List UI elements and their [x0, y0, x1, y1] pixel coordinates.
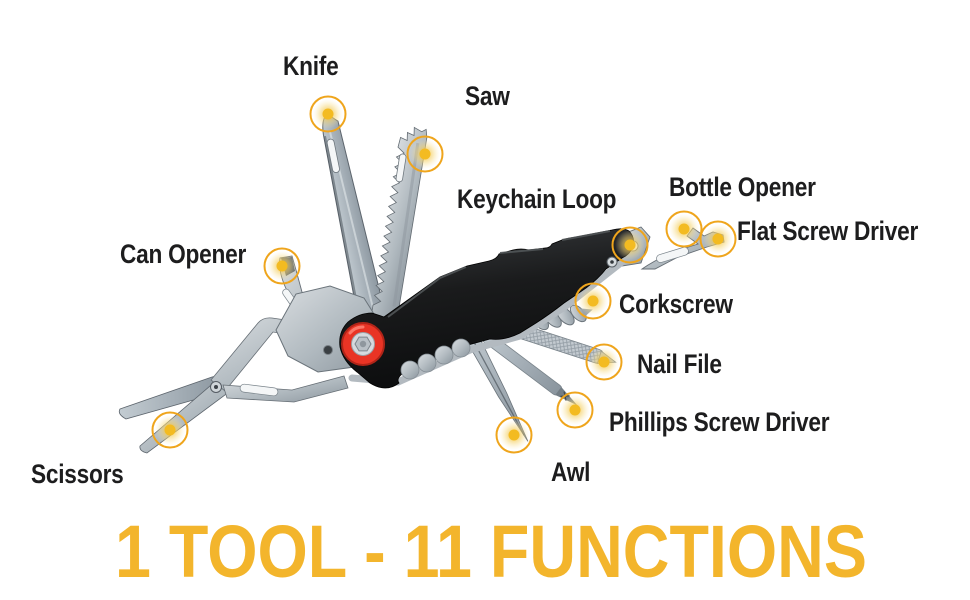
pivot-ring: [341, 322, 385, 366]
title: 1 TOOL - 11 FUNCTIONS: [115, 510, 867, 593]
label-knife: Knife: [283, 51, 339, 81]
highlight-flat-screw-driver: [699, 220, 737, 258]
label-can-opener: Can Opener: [120, 239, 247, 269]
label-keychain-loop: Keychain Loop: [457, 184, 617, 214]
highlight-bottle-opener: [665, 210, 703, 248]
highlight-awl: [495, 416, 533, 454]
highlight-saw: [406, 135, 444, 173]
label-saw: Saw: [465, 81, 510, 111]
label-phillips-screw-driver: Phillips Screw Driver: [609, 407, 830, 437]
label-flat-screw-driver: Flat Screw Driver: [737, 216, 919, 246]
highlight-scissors: [151, 411, 189, 449]
highlight-corkscrew: [574, 282, 612, 320]
saw-tool: [369, 126, 428, 328]
label-corkscrew: Corkscrew: [619, 289, 733, 319]
label-bottle-opener: Bottle Opener: [669, 172, 816, 202]
highlight-can-opener: [263, 247, 301, 285]
label-scissors: Scissors: [31, 459, 124, 489]
highlight-nail-file: [585, 343, 623, 381]
highlight-knife: [309, 95, 347, 133]
highlight-phillips: [556, 391, 594, 429]
label-nail-file: Nail File: [637, 349, 722, 379]
handle: [339, 228, 634, 389]
highlight-keychain-loop: [611, 226, 649, 264]
label-awl: Awl: [551, 457, 591, 487]
